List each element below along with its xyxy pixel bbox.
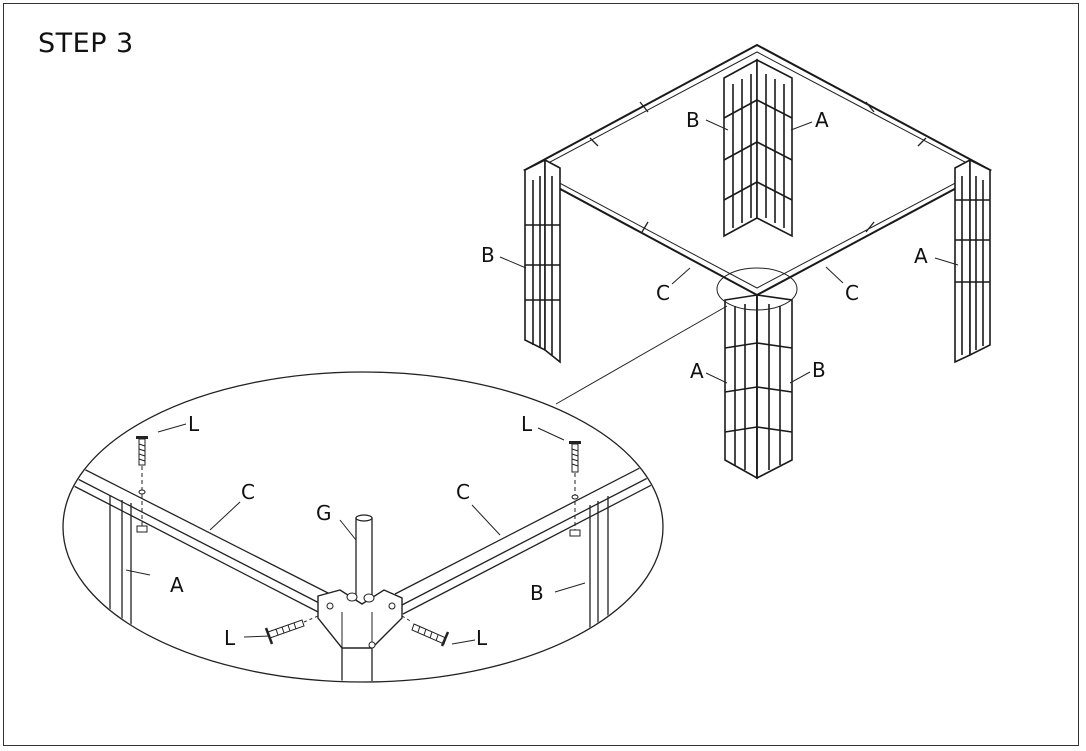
front-corner-panels [724,294,793,480]
label-a-detail: A [170,573,184,597]
label-a-back: A [815,108,829,132]
diagram-frame [3,3,1079,746]
label-c-left-rail: C [656,281,670,305]
gazebo-overview [522,43,993,480]
detail-leader-line [555,305,728,405]
bolt-bottom-right [401,615,450,647]
label-c-right-rail: C [845,281,859,305]
overview-labels: B A B A C C A B [481,108,959,384]
label-b-detail: B [530,581,544,605]
detail-labels: L L C C G A B L L [170,412,544,650]
label-c-left-beam: C [241,480,255,504]
detail-view [62,371,664,683]
back-corner-panels [723,58,793,238]
label-b-front: B [812,358,826,382]
detail-post-right [589,496,609,681]
bolt-bottom-left [264,615,319,645]
label-l-top-left: L [188,412,200,436]
bolt-top-left [136,436,148,533]
detail-beam-left [69,461,331,615]
label-b-left: B [481,243,495,267]
detail-highlight-ellipse [716,267,798,311]
step-title: STEP 3 [38,28,134,59]
bolt-top-right [569,441,581,537]
label-g-pole: G [316,501,332,525]
label-b-back: B [686,108,700,132]
detail-beam-right [394,454,662,615]
label-a-front: A [690,359,704,383]
label-a-right: A [914,244,928,268]
detail-ellipse [62,371,664,683]
left-corner-panels [524,158,561,364]
right-corner-panels [954,158,991,364]
label-l-top-right: L [521,412,533,436]
label-l-bottom-right: L [476,626,488,650]
label-c-right-beam: C [456,480,470,504]
label-l-bottom-left: L [224,626,236,650]
detail-corner-bracket [317,589,403,649]
detail-post-left [109,495,132,681]
